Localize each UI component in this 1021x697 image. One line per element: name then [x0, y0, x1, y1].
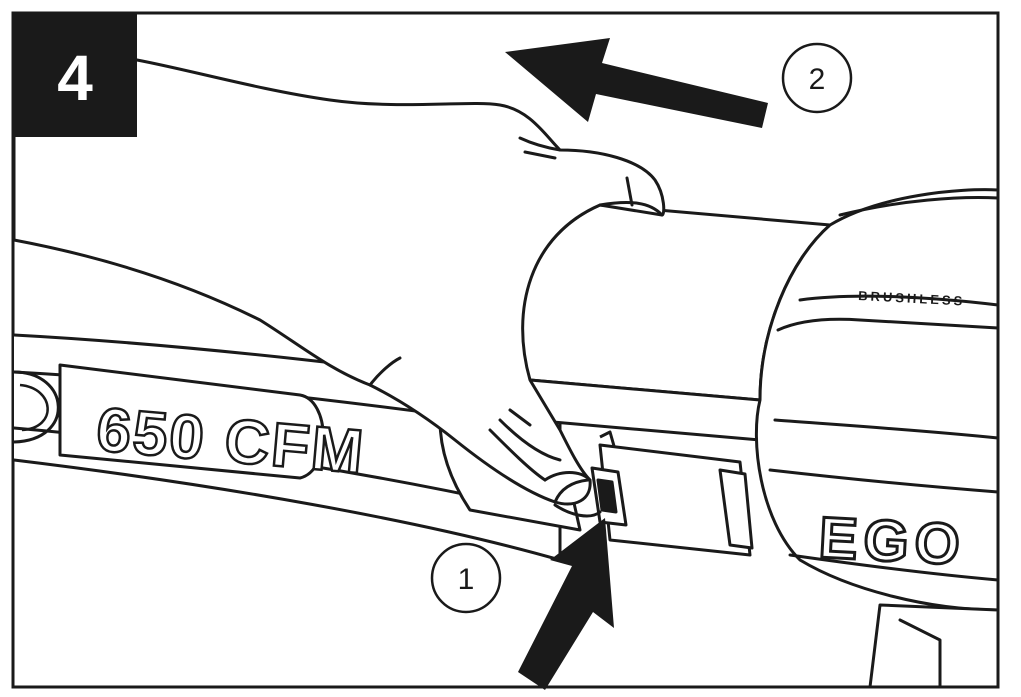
model-label: 650 CFM	[13, 363, 369, 489]
callout-1-number: 1	[458, 563, 475, 596]
callout-2-number: 2	[809, 63, 826, 96]
arrow-left-icon	[505, 38, 768, 128]
step-badge: 4	[13, 13, 137, 137]
callout-2: 2	[781, 42, 853, 114]
step-number: 4	[57, 42, 93, 114]
callout-1: 1	[430, 542, 502, 614]
brand-text: EGO	[817, 505, 967, 578]
arrow-up-right-icon	[518, 518, 614, 690]
series-text: BRUSHLESS	[858, 288, 966, 309]
hand	[12, 38, 666, 518]
